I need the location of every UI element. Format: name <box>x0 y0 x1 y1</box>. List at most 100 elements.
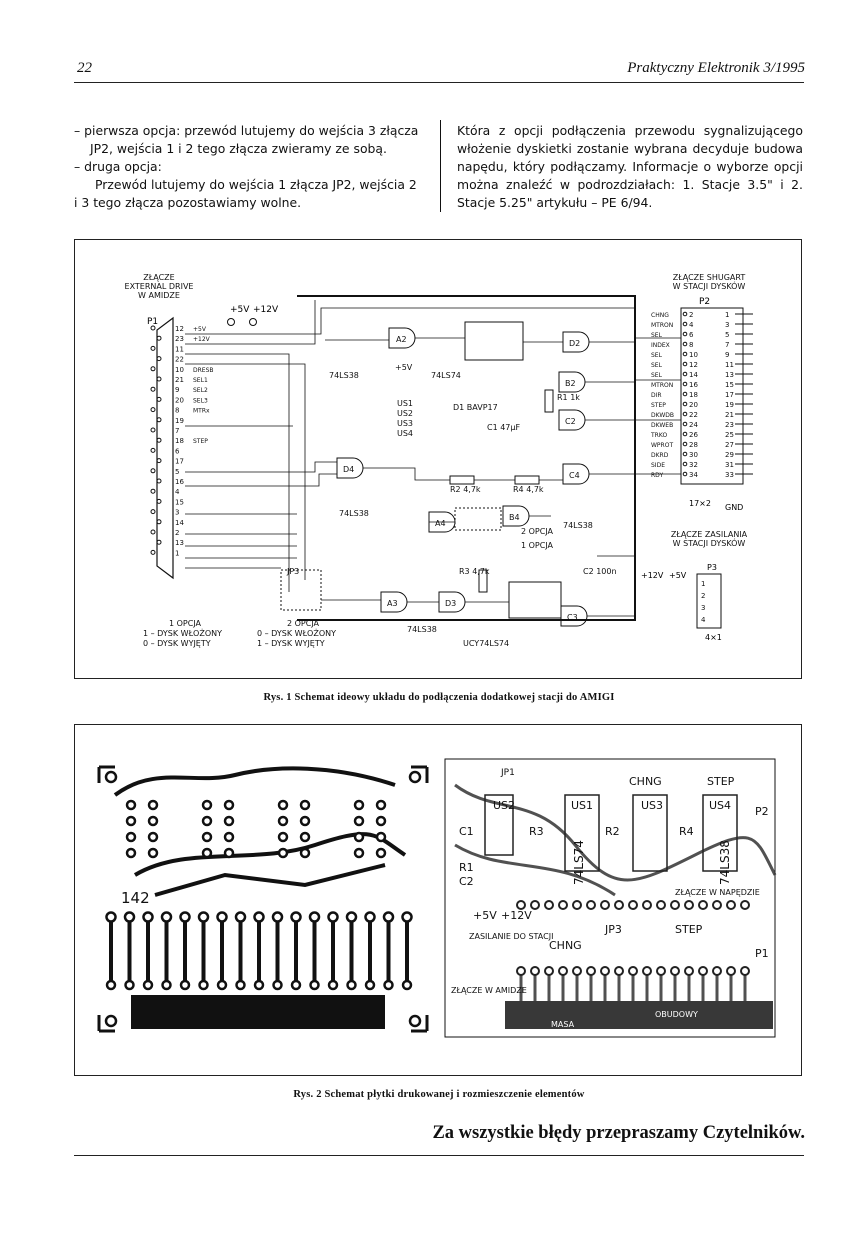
p2-even-number: 20 <box>689 401 698 409</box>
pcb-comp-pad <box>516 900 526 910</box>
pcb-pad <box>299 831 311 843</box>
pcb-pad <box>271 911 284 923</box>
p2-signal: SEL <box>651 372 663 379</box>
p2-pin-even <box>682 461 688 467</box>
pcb-comp-pad <box>656 966 666 976</box>
column-divider <box>440 120 441 212</box>
p1-pin <box>150 509 156 515</box>
p2-connector <box>680 307 744 485</box>
label-r4: R4 4,7k <box>513 485 544 494</box>
right-column: Która z opcji podłączenia przewodu sygna… <box>457 122 803 212</box>
jp3-box <box>280 569 322 611</box>
label-jp2-opt1: 1 OPCJA <box>521 541 554 550</box>
pcb-pad <box>353 847 365 859</box>
p2-pin-even <box>682 441 688 447</box>
p2-pin-even <box>682 311 688 317</box>
pcb-jp1: JP1 <box>500 768 515 778</box>
p2-even-number: 14 <box>689 371 698 379</box>
p1-pin <box>156 437 162 443</box>
p2-even-number: 30 <box>689 451 698 459</box>
p1-pin <box>156 458 162 464</box>
p1-pin-number: 22 <box>175 356 184 364</box>
pcb-jp3: JP3 <box>604 923 622 936</box>
pcb-comp-pad <box>712 966 722 976</box>
svg-text:A4: A4 <box>435 519 446 528</box>
pcb-pad <box>216 911 228 923</box>
pcb-pad <box>364 911 376 923</box>
left-paragraph-2: – druga opcja: <box>74 159 162 174</box>
p1-plus12v: +12V <box>253 305 279 315</box>
pcb-pad <box>327 911 339 923</box>
p3-plus5v: +5V <box>669 571 687 580</box>
p2-odd-number: 17 <box>725 391 734 399</box>
p1-signal: SEL2 <box>193 387 208 394</box>
p2-signal: DKWEB <box>651 422 673 429</box>
p2-pin-even <box>682 431 688 437</box>
pcb-v12: +12V <box>501 909 532 922</box>
pcb-pad <box>299 815 311 827</box>
p1-pin-number: 3 <box>175 509 179 517</box>
pcb-ls74: 74LS74 <box>572 840 586 885</box>
svg-text:2: 2 <box>701 592 705 600</box>
p1-pin <box>150 407 156 413</box>
pcb-zlacze-nap: ZŁĄCZE W NAPĘDZIE <box>675 888 760 897</box>
schematic-drawing: ZŁĄCZE EXTERNAL DRIVE W AMIDZE ZŁĄCZE SH… <box>125 273 753 648</box>
p2-odd-number: 33 <box>725 471 734 479</box>
pcb-pad <box>401 979 413 991</box>
pcb-pad <box>382 911 395 923</box>
label-jp2-opt2: 2 OPCJA <box>521 527 554 536</box>
page-number: 22 <box>77 60 92 76</box>
svg-text:C2: C2 <box>565 417 576 426</box>
pcb-comp-pad <box>600 966 610 976</box>
gate-d2 <box>562 331 590 353</box>
pcb-comp-pad <box>712 900 722 910</box>
pcb-pad <box>124 979 135 991</box>
label-r1: R1 1k <box>557 393 580 402</box>
p2-pin-even <box>682 451 688 457</box>
p2-odd-number: 7 <box>725 341 729 349</box>
pcb-pad <box>235 979 246 991</box>
svg-text:B2: B2 <box>565 379 576 388</box>
figure-pcb: 142 CHNG STEP US2 US1 US3 US4 C1 R3 R2 R… <box>74 724 802 1076</box>
p2-odd-number: 5 <box>725 331 729 339</box>
pcb-pad <box>327 979 339 991</box>
pcb-pad <box>161 979 172 991</box>
p1-label: P1 <box>147 317 158 327</box>
label-us1: US1 <box>397 399 413 408</box>
p1-pin <box>156 417 162 423</box>
p2-signal: INDEX <box>651 342 670 349</box>
p2-odd-number: 27 <box>725 441 734 449</box>
pcb-comp-pad <box>558 900 568 910</box>
label-ls74-b: UCY74LS74 <box>463 639 509 648</box>
gate-c3 <box>560 605 588 627</box>
resistor-r3 <box>478 569 488 593</box>
pcb-comp-pad <box>544 900 554 910</box>
pcb-pad <box>201 815 213 827</box>
p3-size: 4×1 <box>705 633 722 642</box>
p2-signal: TRKO <box>650 432 667 439</box>
resistor-r1 <box>544 389 554 413</box>
pcb-pad <box>147 847 159 859</box>
pcb-us3: US3 <box>641 799 663 812</box>
pcb-pad <box>277 831 289 843</box>
zasilania-title-2: W STACJI DYSKÓW <box>673 537 746 548</box>
pcb-pad <box>125 815 137 827</box>
pcb-pad <box>201 831 213 843</box>
pcb-pad <box>272 979 283 991</box>
pcb-comp-pad <box>544 966 554 976</box>
zasilania-title-1: ZŁĄCZE ZASILANIA <box>671 530 748 539</box>
pcb-pad <box>147 799 159 811</box>
label-r3: R3 4,7k <box>459 567 490 576</box>
p2-signal: WPROT <box>651 442 673 449</box>
p2-signal: STEP <box>651 402 666 409</box>
pcb-pad <box>401 911 413 923</box>
label-ls38-a: 74LS38 <box>329 371 359 380</box>
pcb-comp-pad <box>586 966 596 976</box>
p2-signal: SEL <box>651 352 663 359</box>
p2-pin-even <box>682 391 688 397</box>
pcb-pad <box>353 815 365 827</box>
p2-signal: MTRON <box>651 322 673 329</box>
pcb-pad <box>375 831 387 843</box>
p2-label: P2 <box>699 297 710 307</box>
